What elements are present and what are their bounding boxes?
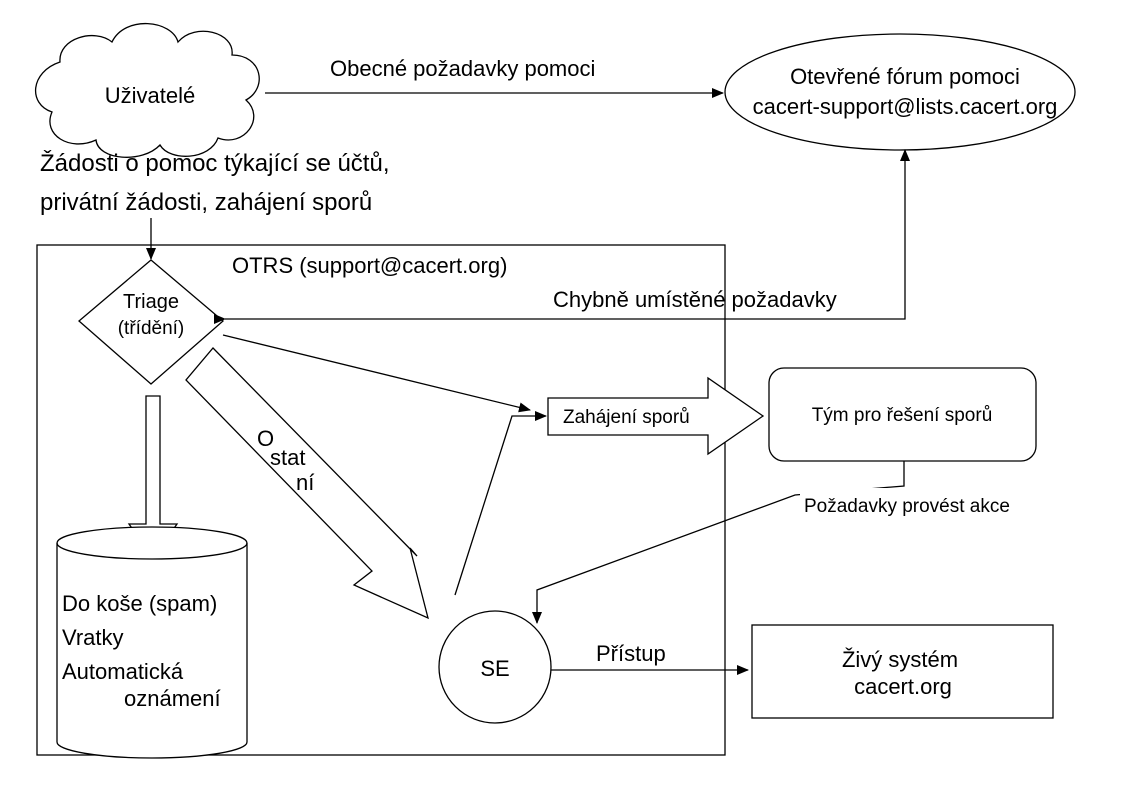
other-label-2: stat bbox=[270, 445, 305, 470]
live-system-domain: cacert.org bbox=[854, 674, 952, 699]
se-circle bbox=[438, 610, 552, 724]
users-label: Uživatelé bbox=[105, 83, 195, 108]
se-to-dispute-line bbox=[454, 411, 547, 596]
forum-ellipse bbox=[724, 33, 1076, 151]
other-label-1: O bbox=[257, 426, 274, 451]
trash-cylinder-rim bbox=[56, 542, 248, 560]
account-requests-label-1: Žádosti o pomoc týkající se účtů, bbox=[40, 150, 390, 177]
trash-line-4: oznámení bbox=[124, 686, 221, 711]
trash-line-2: Vratky bbox=[62, 625, 124, 650]
live-system-title: Živý systém bbox=[842, 647, 958, 672]
other-block-arrow bbox=[185, 347, 429, 620]
triage-label: Triage bbox=[123, 291, 179, 313]
misplaced-requests-label: Chybně umístěné požadavky bbox=[553, 287, 837, 312]
otrs-label: OTRS (support@cacert.org) bbox=[232, 253, 507, 278]
access-label: Přístup bbox=[596, 641, 666, 666]
triage-to-dispute-arrow bbox=[222, 334, 531, 413]
se-label: SE bbox=[480, 656, 509, 681]
action-requests-label-bg bbox=[800, 488, 1040, 518]
general-requests-label: Obecné požadavky pomoci bbox=[330, 56, 595, 81]
triage-diamond bbox=[78, 259, 224, 385]
dispute-start-label: Zahájení sporů bbox=[563, 407, 690, 428]
trash-line-3: Automatická bbox=[62, 659, 184, 684]
action-requests-label: Požadavky provést akce bbox=[804, 496, 1010, 517]
trash-line-1: Do koše (spam) bbox=[62, 591, 217, 616]
other-label-3: ní bbox=[296, 470, 314, 495]
forum-email: cacert-support@lists.cacert.org bbox=[753, 94, 1058, 119]
dispute-team-label: Tým pro řešení sporů bbox=[812, 405, 993, 426]
dispute-start-block-arrow bbox=[547, 376, 765, 456]
account-requests-label-2: privátní žádosti, zahájení sporů bbox=[40, 189, 372, 216]
action-requests-arrow bbox=[532, 461, 905, 624]
live-system-box bbox=[751, 624, 1054, 719]
forum-title: Otevřené fórum pomoci bbox=[790, 64, 1020, 89]
triage-sublabel: (třídění) bbox=[118, 318, 185, 339]
misplaced-requests-arrow bbox=[214, 149, 910, 324]
dispute-team-box bbox=[768, 367, 1037, 462]
trash-cylinder bbox=[56, 526, 248, 759]
users-cloud bbox=[35, 22, 260, 158]
